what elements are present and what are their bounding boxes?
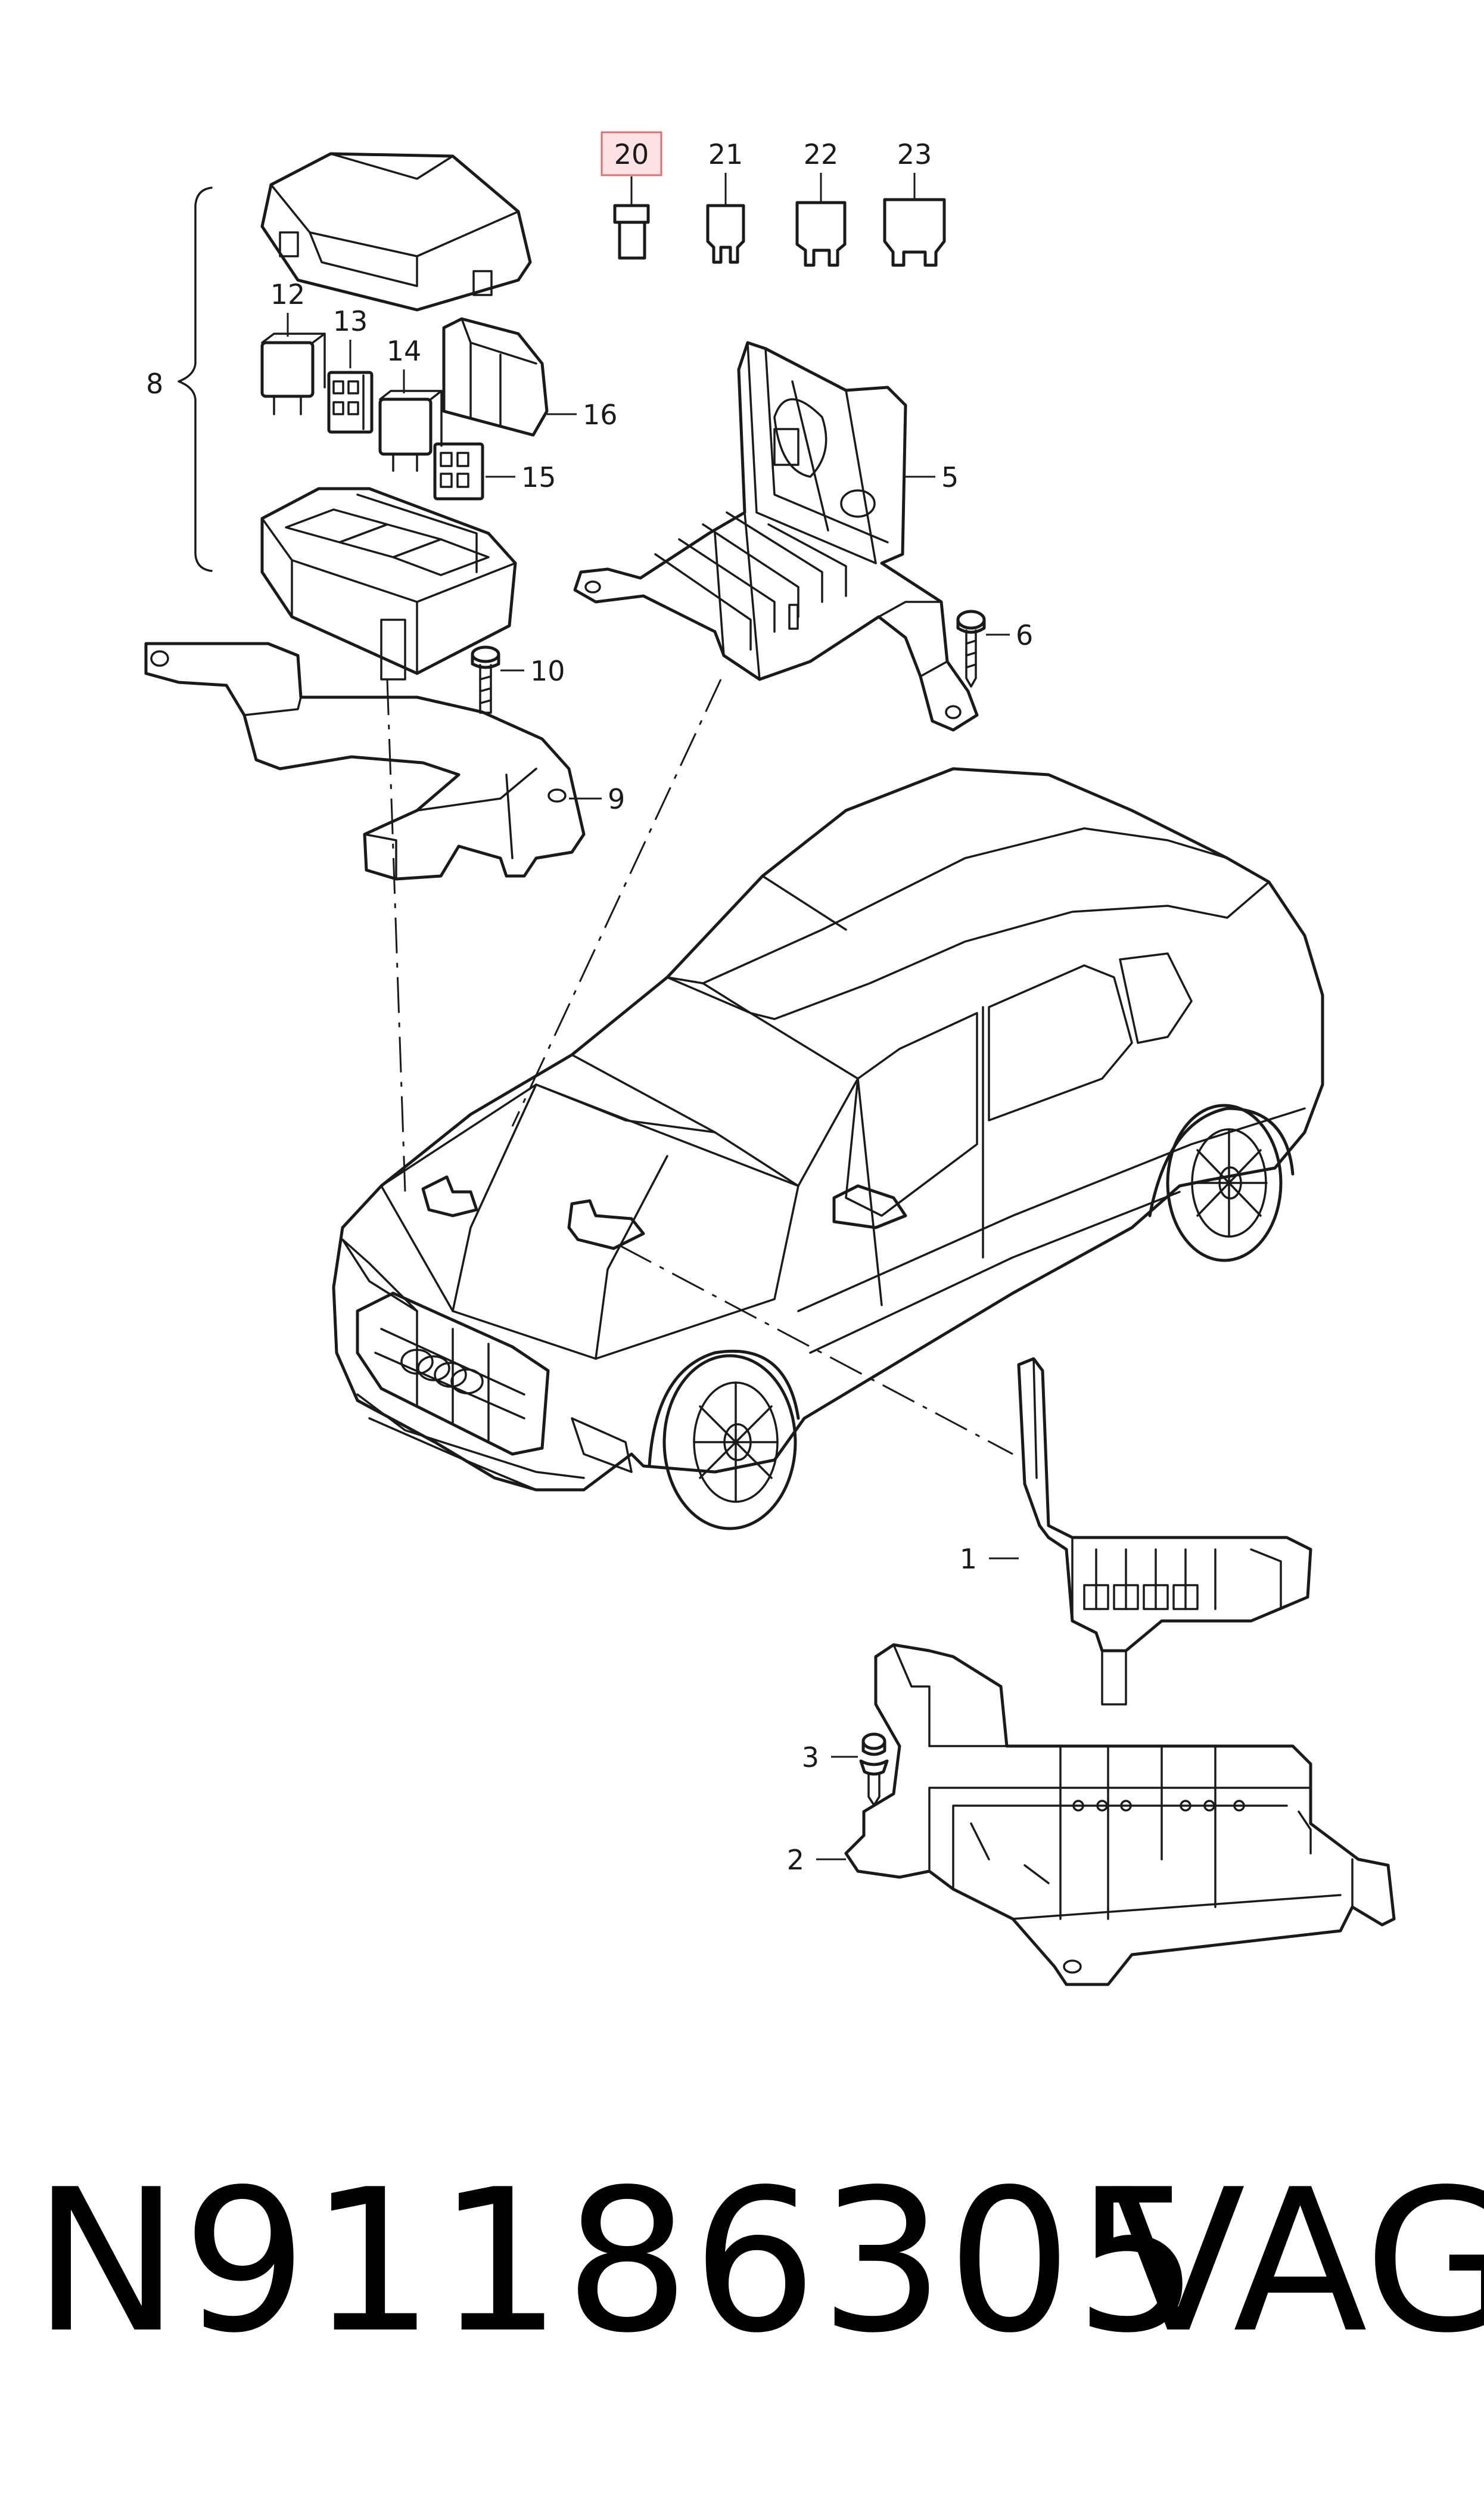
- relay-box-assembly: 8 12 13: [146, 152, 618, 681]
- vehicle-illustration: [332, 767, 1324, 1530]
- four-rings-logo-icon: [400, 1349, 484, 1394]
- callout-5[interactable]: 5: [941, 461, 959, 493]
- fuse-items: 20 21 22 23: [601, 131, 946, 267]
- callout-14[interactable]: 14: [387, 335, 422, 367]
- cover-strip-16-icon: [442, 317, 549, 437]
- fuse-box-base: [260, 487, 517, 681]
- callout-8[interactable]: 8: [146, 368, 163, 400]
- callout-13[interactable]: 13: [333, 305, 368, 337]
- clip-3-icon: [859, 1732, 889, 1806]
- lower-fuse-carrier-1: [1017, 1357, 1312, 1706]
- callout-21[interactable]: 21: [708, 138, 743, 170]
- relay-12-icon: [260, 333, 326, 415]
- locator-lines: [386, 679, 1013, 1455]
- screw-6-icon: [956, 610, 986, 688]
- callout-3[interactable]: 3: [802, 1741, 819, 1773]
- lower-bracket-2: [844, 1643, 1396, 1986]
- fuse-box-cover: [260, 152, 532, 312]
- side-mirror: [832, 1184, 907, 1229]
- callout-15[interactable]: 15: [521, 461, 556, 493]
- callout-23[interactable]: 23: [897, 138, 932, 170]
- bolt-10-icon: [471, 645, 500, 714]
- relay-14-icon: [378, 390, 443, 472]
- callout-2[interactable]: 2: [787, 1844, 804, 1876]
- maxi-fuse-23-icon: [883, 198, 946, 267]
- rear-wheel: [1166, 1104, 1283, 1262]
- fuse-location-right: [567, 1199, 645, 1250]
- front-wheel: [662, 1354, 797, 1530]
- callout-22[interactable]: 22: [804, 138, 839, 170]
- callout-1[interactable]: 1: [960, 1543, 977, 1575]
- front-grille: [356, 1291, 550, 1456]
- fuse-location-left: [421, 1175, 478, 1217]
- blade-fuse-21-icon: [706, 204, 745, 264]
- callout-16[interactable]: 16: [583, 399, 618, 431]
- callout-12[interactable]: 12: [270, 278, 306, 310]
- callout-20[interactable]: 20: [614, 138, 649, 170]
- callout-20-highlight: [601, 131, 662, 176]
- relay-socket-15-icon: [433, 442, 484, 501]
- callout-6[interactable]: 6: [1016, 619, 1033, 651]
- callout-10[interactable]: 10: [530, 655, 565, 687]
- mounting-bracket-9: [144, 642, 586, 881]
- part-number-text: N91186305: [33, 2147, 1202, 2376]
- assembly-bracket: [178, 187, 213, 572]
- fuse-holder-5: [573, 341, 979, 732]
- blade-fuse-22-icon: [795, 201, 847, 267]
- relay-socket-13-icon: [327, 371, 374, 434]
- brand-text: VAG: [1111, 2147, 1484, 2376]
- mini-fuse-20-icon: [613, 204, 650, 260]
- callout-9[interactable]: 9: [608, 783, 625, 815]
